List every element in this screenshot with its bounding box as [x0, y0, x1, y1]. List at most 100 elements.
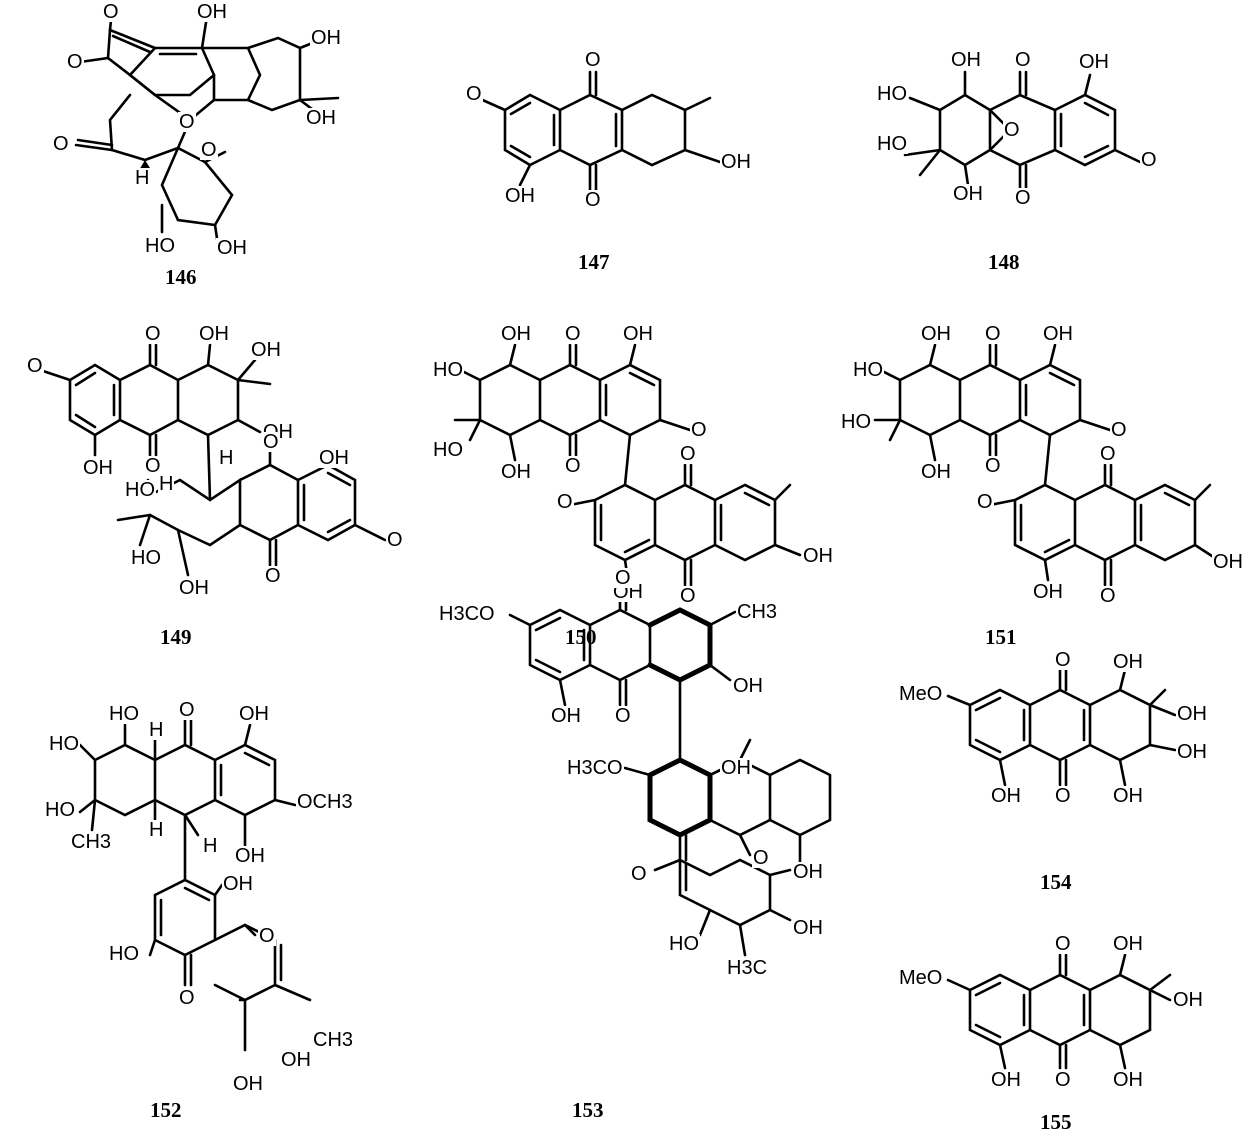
structure-151-bonds: [873, 343, 1217, 587]
atom-151-oxo-2: O: [984, 455, 1002, 477]
atom-149-oxo-3: O: [262, 431, 280, 453]
atom-153-h3c: H3C: [726, 957, 769, 979]
atom-151-ho-2: HO: [840, 411, 872, 433]
atom-146-pyran-o: O: [200, 139, 218, 161]
atom-147-oxo-bottom: O: [584, 189, 602, 211]
atom-153-ch3: CH3: [736, 601, 779, 623]
atom-152-ho-1: HO: [108, 703, 140, 725]
atom-149-oh-1: OH: [198, 323, 230, 345]
atom-154-meo: MeO: [898, 683, 944, 705]
atom-151-oh-2: OH: [1042, 323, 1074, 345]
atom-152-h-2: H: [148, 819, 165, 841]
atom-153-oh-4: OH: [792, 861, 824, 883]
atom-149-oxo-2: O: [144, 455, 162, 477]
atom-150-methoxy-o-2: O: [556, 491, 574, 513]
atom-153-oh-5: OH: [792, 917, 824, 939]
atom-155-oh-3: OH: [1112, 1069, 1144, 1091]
atom-153-h3co-1: H3CO: [438, 603, 496, 625]
atom-148-ho-upper: HO: [876, 83, 908, 105]
atom-149-ho-2: HO: [130, 547, 162, 569]
atom-151-oxo-1: O: [984, 323, 1002, 345]
atom-146-ketone-o: O: [52, 133, 70, 155]
atom-154-oh-4: OH: [1112, 785, 1144, 807]
structure-155-bonds: [946, 953, 1172, 1070]
atom-152-oxo-1: O: [178, 699, 196, 721]
compound-label-146: 146: [165, 265, 197, 289]
atom-151-oh-5: OH: [1032, 581, 1064, 603]
atom-148-oh-bottom: OH: [952, 183, 984, 205]
atom-152-oh-1: OH: [238, 703, 270, 725]
atom-154-oxo-1: O: [1054, 649, 1072, 671]
atom-151-methoxy-o-2: O: [976, 491, 994, 513]
atom-153-h3co-2: H3CO: [566, 757, 624, 779]
atom-153-oxo-2: O: [614, 705, 632, 727]
atom-155-oh-2: OH: [1172, 989, 1204, 1011]
compound-label-153: 153: [572, 1098, 604, 1122]
structure-148-bonds: [903, 70, 1142, 190]
atom-150-oh-4: OH: [802, 545, 834, 567]
atom-150-oxo-4: O: [679, 585, 697, 607]
atom-152-ch3-2: CH3: [312, 1029, 355, 1051]
atom-149-oh-2: OH: [250, 339, 282, 361]
atom-147-oh-left: OH: [504, 185, 536, 207]
structure-150-bonds: [453, 343, 802, 587]
atom-151-oxo-4: O: [1099, 585, 1117, 607]
atom-152-h-3: H: [202, 835, 219, 857]
compound-label-148: 148: [988, 250, 1020, 274]
atom-152-oxo-2: O: [258, 925, 276, 947]
compound-label-151: 151: [985, 625, 1017, 649]
atom-146-oh-bottom: OH: [216, 237, 248, 259]
atom-155-oxo-2: O: [1054, 1069, 1072, 1091]
atom-152-oh-3: OH: [222, 873, 254, 895]
atom-150-oxo-1: O: [564, 323, 582, 345]
atom-152-ho-3: HO: [44, 799, 76, 821]
atom-150-oxo-3: O: [679, 443, 697, 465]
atom-151-oxo-3: O: [1099, 443, 1117, 465]
atom-153-oxo-1: O: [614, 567, 632, 589]
atom-147-oh-right: OH: [720, 151, 752, 173]
atom-146-oh-right-upper: OH: [310, 27, 342, 49]
atom-150-methoxy-o-1: O: [690, 419, 708, 441]
atom-148-oh-aryl: OH: [1078, 51, 1110, 73]
structure-149-bonds: [38, 343, 387, 577]
atom-146-methoxy-o: O: [66, 51, 84, 73]
atom-146-ring-o: O: [178, 111, 196, 133]
atom-154-oh-3: OH: [1176, 741, 1208, 763]
structure-153-bonds: [508, 588, 832, 957]
atom-149-oh-5: OH: [318, 447, 350, 469]
atom-149-methoxy-o-top: O: [26, 355, 44, 377]
atom-149-oh-6: OH: [178, 577, 210, 599]
atom-148-oxo-bottom: O: [1014, 187, 1032, 209]
atom-154-oh-2: OH: [1176, 703, 1208, 725]
atom-146-oxo-top: O: [102, 1, 120, 23]
atom-149-oxo-4: O: [264, 565, 282, 587]
atom-148-oh-top: OH: [950, 49, 982, 71]
atom-152-ch3-1: CH3: [70, 831, 113, 853]
atom-146-ho-bottom: HO: [144, 235, 176, 257]
atom-151-methoxy-o-1: O: [1110, 419, 1128, 441]
atom-152-oh-4: OH: [280, 1049, 312, 1071]
atom-151-oh-3: OH: [920, 461, 952, 483]
atom-153-oh-3: OH: [720, 757, 752, 779]
atom-152-oh-2: OH: [234, 845, 266, 867]
atom-151-oh-4: OH: [1212, 551, 1244, 573]
atom-149-oxo-1: O: [144, 323, 162, 345]
atom-154-oxo-2: O: [1054, 785, 1072, 807]
atom-155-meo: MeO: [898, 967, 944, 989]
compound-label-150: 150: [565, 625, 597, 649]
compound-label-149: 149: [160, 625, 192, 649]
atom-152-ho-2: HO: [48, 733, 80, 755]
atom-146-oh-right-lower: OH: [305, 107, 337, 129]
atom-150-oxo-2: O: [564, 455, 582, 477]
atom-151-ho-1: HO: [852, 359, 884, 381]
atom-151-oh-1: OH: [920, 323, 952, 345]
atom-155-oh-1: OH: [1112, 933, 1144, 955]
atom-153-oh-2: OH: [550, 705, 582, 727]
atom-152-och3: OCH3: [296, 791, 354, 813]
atom-148-methoxy-o: O: [1140, 149, 1158, 171]
atom-149-methoxy-o-bottom: O: [386, 529, 404, 551]
atom-150-oh-1: OH: [500, 323, 532, 345]
atom-148-oxo-top: O: [1014, 49, 1032, 71]
atom-147-oxo-top: O: [584, 49, 602, 71]
